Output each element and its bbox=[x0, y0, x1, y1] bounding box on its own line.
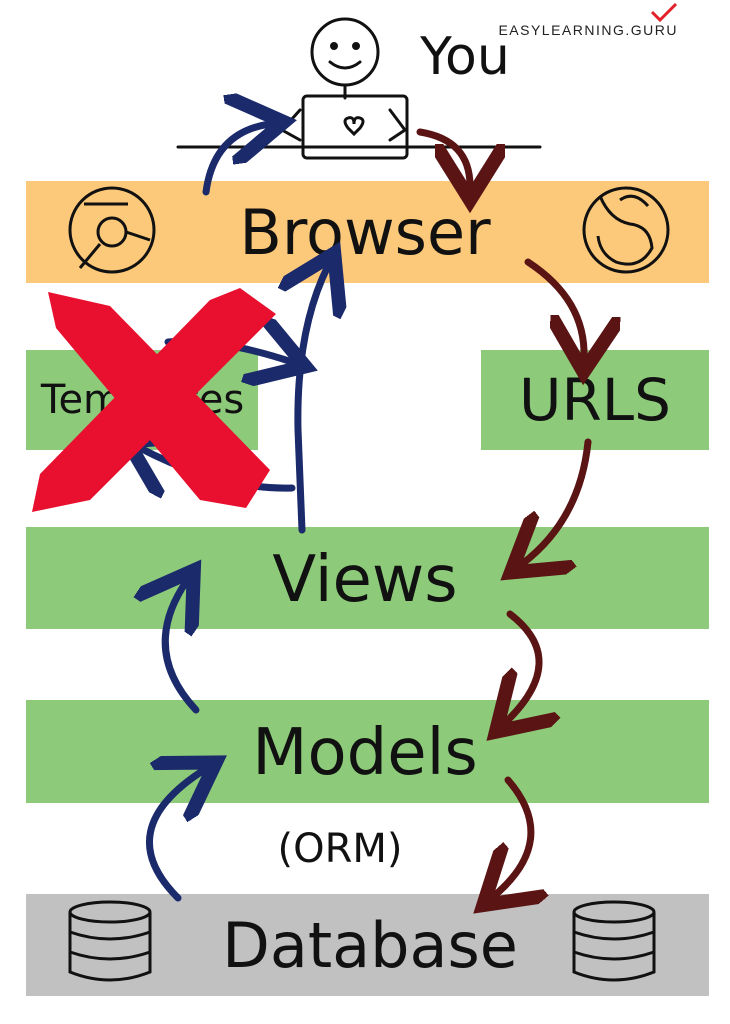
arrow-models-to-database bbox=[494, 776, 531, 896]
arrow-views-to-browser bbox=[298, 266, 328, 534]
database-label: Database bbox=[222, 908, 518, 982]
database-icon-right bbox=[572, 900, 656, 982]
cross-out-icon bbox=[32, 288, 276, 512]
orm-label: (ORM) bbox=[277, 826, 403, 872]
brand-logo-text: EASYLEARNING.GURU bbox=[498, 22, 678, 38]
arrow-you-to-browser bbox=[416, 128, 470, 186]
you-label: You bbox=[420, 27, 510, 87]
laptop-icon bbox=[176, 94, 542, 160]
arrow-browser-to-you bbox=[202, 124, 270, 196]
arrow-urls-to-views bbox=[522, 438, 592, 564]
person-icon bbox=[279, 17, 408, 142]
firefox-icon bbox=[582, 186, 670, 274]
chrome-icon bbox=[68, 186, 156, 274]
database-icon-left bbox=[68, 900, 152, 982]
models-band bbox=[26, 700, 709, 803]
models-label: Models bbox=[252, 716, 478, 790]
arrow-browser-to-urls bbox=[524, 258, 584, 358]
request-arrows bbox=[416, 128, 592, 896]
arrow-models-to-views bbox=[165, 582, 196, 714]
views-label: Views bbox=[272, 543, 458, 617]
arrow-views-to-models bbox=[506, 610, 539, 722]
arrow-database-to-models bbox=[145, 770, 204, 902]
response-arrows bbox=[140, 124, 328, 902]
brand-check-icon bbox=[650, 2, 678, 23]
